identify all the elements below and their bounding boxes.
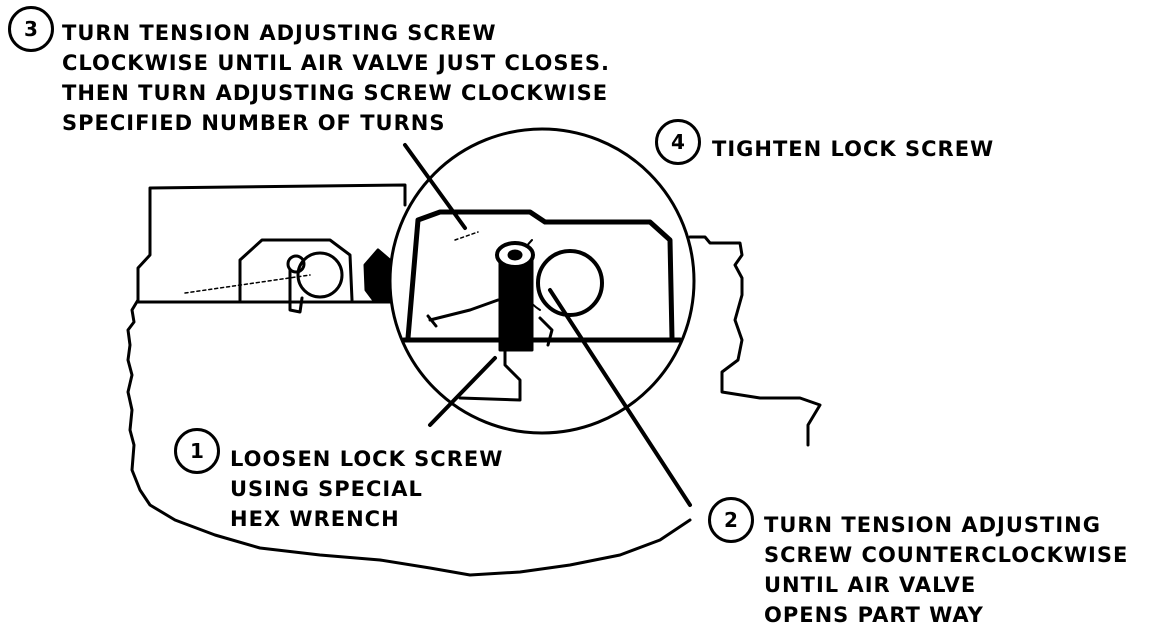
choke-pivot <box>286 254 306 274</box>
step-1-line: LOOSEN LOCK SCREW <box>230 447 504 471</box>
step-2-badge: 2 <box>708 497 754 543</box>
carburetor-body-right <box>688 235 822 447</box>
step-2-label: TURN TENSION ADJUSTING SCREW COUNTERCLOC… <box>764 510 1128 630</box>
adjusting-screw-tip <box>426 314 438 328</box>
choke-knob <box>296 251 344 299</box>
choke-link <box>288 268 304 314</box>
step-3-line: TURN TENSION ADJUSTING SCREW <box>62 21 497 45</box>
leader-line-step-2 <box>548 288 692 507</box>
step-3-badge: 3 <box>8 6 54 52</box>
lock-screw-slot <box>507 249 523 261</box>
step-1-line: USING SPECIAL <box>230 477 423 501</box>
step-3-label: TURN TENSION ADJUSTING SCREW CLOCKWISE U… <box>62 18 610 138</box>
lock-screw-body <box>498 253 534 352</box>
air-valve-wheel <box>536 249 604 317</box>
step-3-line: CLOCKWISE UNTIL AIR VALVE JUST CLOSES. <box>62 51 610 75</box>
spring-mark <box>538 316 554 347</box>
step-2-line: UNTIL AIR VALVE <box>764 573 977 597</box>
magnified-view-circle <box>388 127 696 435</box>
step-4-line: TIGHTEN LOCK SCREW <box>712 137 995 161</box>
hex-wrench <box>458 343 522 402</box>
step-2-line: TURN TENSION ADJUSTING <box>764 513 1101 537</box>
step-3-line: THEN TURN ADJUSTING SCREW CLOCKWISE <box>62 81 609 105</box>
step-1-line: HEX WRENCH <box>230 507 400 531</box>
step-1-label: LOOSEN LOCK SCREW USING SPECIAL HEX WREN… <box>230 444 503 534</box>
carburetor-body-outline <box>126 183 692 577</box>
step-3-line: SPECIFIED NUMBER OF TURNS <box>62 111 446 135</box>
leader-line-step-1 <box>428 356 497 427</box>
choke-rod <box>184 274 311 294</box>
step-1-badge: 1 <box>174 428 220 474</box>
air-valve-housing <box>405 209 675 341</box>
step-2-line: SCREW COUNTERCLOCKWISE <box>764 543 1129 567</box>
step-4-badge: 4 <box>655 119 701 165</box>
tension-mark <box>454 231 479 241</box>
choke-housing <box>238 238 354 302</box>
step-4-label: TIGHTEN LOCK SCREW <box>712 134 994 164</box>
step-2-line: OPENS PART WAY <box>764 603 984 627</box>
leader-line-step-3 <box>403 143 467 230</box>
adjusting-screw-shaft <box>428 298 500 322</box>
